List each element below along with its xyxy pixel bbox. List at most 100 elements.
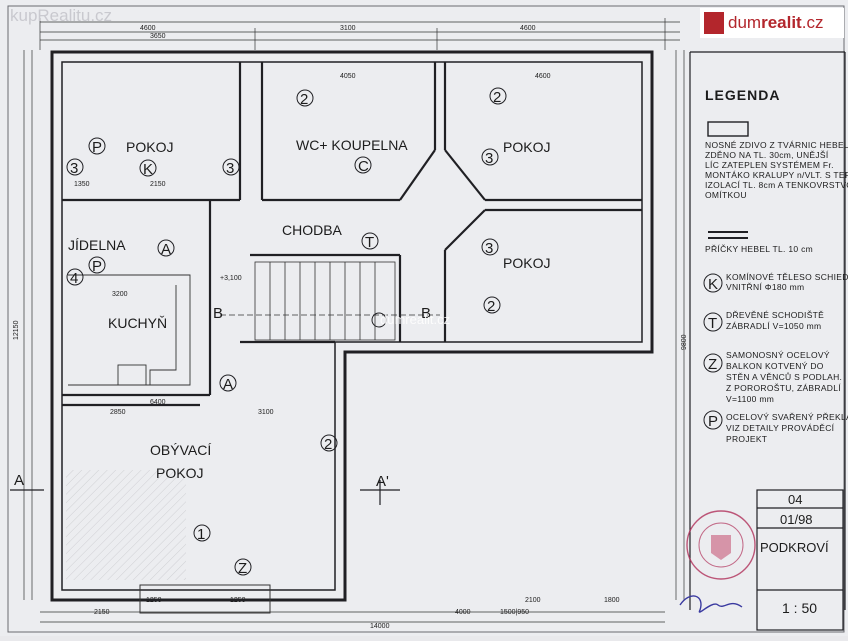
legend-item4-line2: ZÁBRADLÍ V=1050 mm bbox=[726, 321, 821, 331]
hatched-area bbox=[66, 470, 186, 580]
marker-2-b: 2 bbox=[493, 89, 501, 106]
legend-item4-line1: DŘEVĚNÉ SCHODIŠTĚ bbox=[726, 310, 824, 320]
room-wc: WC+ KOUPELNA bbox=[296, 137, 408, 153]
dim-d6: 3200 bbox=[112, 291, 128, 298]
legend-item3-mark: K bbox=[708, 276, 718, 293]
marker-z: Z bbox=[238, 560, 247, 577]
marker-3-d: 3 bbox=[485, 240, 493, 257]
balcony bbox=[139, 584, 271, 614]
signature bbox=[679, 595, 743, 613]
title-block bbox=[756, 489, 844, 631]
legend-item5-mark: Z bbox=[708, 356, 717, 373]
marker-p-2: P bbox=[92, 258, 102, 275]
dim-d14: 2150 bbox=[94, 609, 110, 616]
section-b-left: B bbox=[213, 305, 223, 322]
dim-d9: 3100 bbox=[258, 409, 274, 416]
marker-2-d: 2 bbox=[487, 298, 495, 315]
section-a-right: A' bbox=[376, 473, 389, 490]
dim-d3: 4600 bbox=[535, 73, 551, 80]
legend-item1-line1: NOSNÉ ZDIVO Z TVÁRNIC HEBEL bbox=[705, 140, 848, 150]
legend-item6-mark: P bbox=[708, 413, 718, 430]
legend-item5-line1: SAMONOSNÝ OCELOVÝ bbox=[726, 350, 830, 360]
legend-item3-line2: VNITŘNÍ Φ180 mm bbox=[726, 282, 804, 292]
brand-prefix: dum bbox=[728, 13, 762, 32]
marker-k: K bbox=[143, 161, 153, 178]
house-logo-icon bbox=[704, 12, 724, 34]
dimension-lines-top bbox=[39, 18, 680, 50]
legend-item5-line3: STĚN A VĚNCŮ S PODLAH. bbox=[726, 371, 842, 382]
floor-name: PODKROVÍ bbox=[760, 540, 829, 555]
watermark-left: kupRealitu.cz bbox=[10, 6, 113, 25]
kitchen-counter bbox=[68, 274, 191, 386]
legend-title: LEGENDA bbox=[705, 87, 780, 103]
legend-item5-line4: Z POROROŠTU, ZÁBRADLÍ bbox=[726, 383, 841, 393]
dim-top-b: 3100 bbox=[340, 25, 356, 32]
room-pokoj-e: POKOJ bbox=[503, 255, 550, 271]
watermark-center: dumrealit.cz bbox=[380, 312, 451, 327]
dim-d8: 6400 bbox=[150, 399, 166, 406]
room-chodba: CHODBA bbox=[282, 222, 343, 238]
dim-top-total: 14000 bbox=[370, 623, 390, 630]
legend-item5-line5: V=1100 mm bbox=[726, 394, 774, 404]
room-obyvaci-2: POKOJ bbox=[156, 465, 203, 481]
marker-a-1: A bbox=[161, 241, 171, 258]
legend-item1-line3: LÍC ZATEPLEN SYSTÉMEM Fr. bbox=[705, 160, 834, 170]
staircase bbox=[220, 261, 440, 341]
circled-markers bbox=[66, 87, 507, 576]
marker-2-a: 2 bbox=[300, 91, 308, 108]
marker-a-2: A bbox=[223, 376, 233, 393]
dim-right-total: 9800 bbox=[681, 334, 688, 350]
dim-left-total: 12150 bbox=[13, 320, 20, 340]
dim-d1: 3650 bbox=[150, 33, 166, 40]
legend-item1-line5: IZOLACÍ TL. 8cm A TENKOVRSTVOU bbox=[705, 180, 848, 190]
room-pokoj-ne: POKOJ bbox=[503, 139, 550, 155]
marker-c: C bbox=[358, 158, 369, 175]
marker-p-1: P bbox=[92, 139, 102, 156]
marker-2-c: 2 bbox=[324, 436, 332, 453]
section-line-a bbox=[10, 480, 400, 505]
marker-4: 4 bbox=[70, 270, 78, 287]
dim-top-c: 4600 bbox=[520, 25, 536, 32]
legend-item6-line3: PROJEKT bbox=[726, 434, 767, 444]
drawing-number: 01/98 bbox=[780, 512, 813, 527]
room-jidelna: JÍDELNA bbox=[68, 237, 126, 253]
dim-ref: +3,100 bbox=[220, 275, 242, 282]
dim-d7: 2850 bbox=[110, 409, 126, 416]
section-a-left: A bbox=[14, 472, 24, 489]
room-kuchyn: KUCHYŇ bbox=[108, 315, 167, 331]
legend-item1-line2: ZDĚNO NA TL. 30cm, UNĚJŠÍ bbox=[705, 150, 829, 160]
legend-item6-line1: OCELOVÝ SVAŘENÝ PŘEKLAD bbox=[726, 412, 848, 422]
dim-d5: 2150 bbox=[150, 181, 166, 188]
dim-d13: 4000 bbox=[455, 609, 471, 616]
dim-top-a: 4600 bbox=[140, 25, 156, 32]
marker-3-a: 3 bbox=[70, 160, 78, 177]
legend-panel bbox=[689, 51, 846, 610]
legend-item3-line1: KOMÍNOVÉ TĚLESO SCHIEDEL bbox=[726, 272, 848, 282]
dim-d4: 1350 bbox=[74, 181, 90, 188]
legend-item1-line6: OMÍTKOU bbox=[705, 190, 747, 200]
dim-d12: 1500|950 bbox=[500, 609, 529, 616]
marker-t: T bbox=[365, 234, 374, 251]
marker-3-c: 3 bbox=[485, 150, 493, 167]
dim-d11: 1800 bbox=[604, 597, 620, 604]
dim-d2: 4050 bbox=[340, 73, 356, 80]
scale: 1 : 50 bbox=[782, 600, 817, 616]
section-b-right: B bbox=[421, 305, 431, 322]
legend-item4-mark: T bbox=[708, 315, 717, 332]
legend-item6-line2: VIZ DETAILY PROVÁDĚCÍ bbox=[726, 423, 835, 433]
legend-item5-line2: BALKON KOTVENÝ DO bbox=[726, 361, 824, 371]
interior-walls bbox=[62, 62, 642, 407]
room-obyvaci-1: OBÝVACÍ bbox=[150, 442, 211, 458]
marker-3-b: 3 bbox=[226, 160, 234, 177]
sheet-number: 04 bbox=[788, 492, 802, 507]
dimension-lines-side bbox=[23, 50, 685, 623]
stamp-seal bbox=[686, 510, 756, 580]
dim-d10: 2100 bbox=[525, 597, 541, 604]
brand-name: realit bbox=[761, 13, 802, 32]
marker-1: 1 bbox=[197, 526, 205, 543]
room-pokoj-nw: POKOJ bbox=[126, 139, 173, 155]
brand-suffix: .cz bbox=[801, 13, 824, 32]
